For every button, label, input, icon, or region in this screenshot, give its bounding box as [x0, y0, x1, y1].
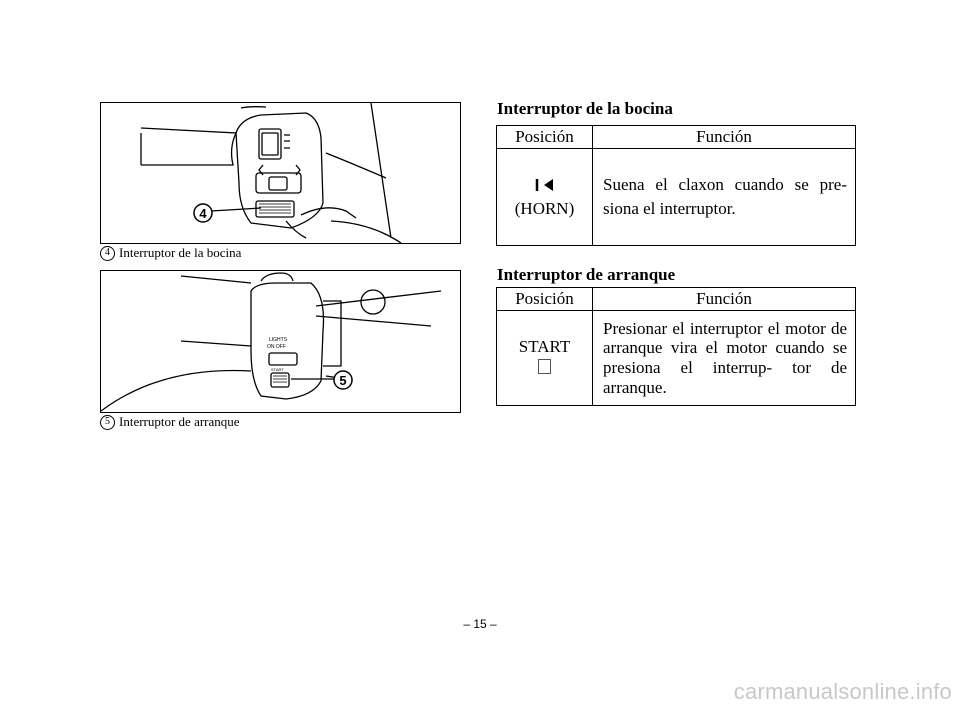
figure-caption: 5 Interruptor de arranque: [100, 414, 240, 430]
horn-function-table: Posición Función (HORN) Suena el claxon …: [496, 125, 856, 246]
handlebar-start-drawing: LIGHTS ON OFF START 5: [101, 272, 442, 412]
watermark: carmanualsonline.info: [733, 679, 952, 704]
column-header-function: Función: [592, 287, 856, 311]
position-label: START: [518, 337, 571, 356]
callout-5: 5: [339, 373, 346, 388]
caption-text: Interruptor de arranque: [119, 414, 240, 429]
position-cell: (HORN): [496, 148, 593, 246]
caption-number: 5: [100, 414, 115, 430]
column-header-position: Posición: [496, 287, 593, 311]
section-heading-start: Interruptor de arranque: [497, 265, 676, 284]
horn-icon: [498, 175, 591, 199]
horn-switch-illustration: 4: [100, 102, 461, 244]
callout-4: 4: [199, 206, 207, 221]
function-description: Suena el claxon cuando se pre- siona el …: [592, 148, 856, 246]
page-number: – 15 –: [463, 617, 497, 631]
position-cell: START: [496, 310, 593, 406]
section-heading-horn: Interruptor de la bocina: [497, 99, 673, 118]
start-symbol-icon: [538, 359, 551, 374]
caption-text: Interruptor de la bocina: [119, 245, 242, 260]
caption-number: 4: [100, 245, 115, 261]
switch-start-text: START: [271, 367, 284, 372]
position-label: (HORN): [514, 199, 575, 218]
figure-caption: 4 Interruptor de la bocina: [100, 245, 241, 261]
start-function-table: Posición Función START Presionar el inte…: [496, 287, 856, 406]
function-description: Presionar el interruptor el motor de arr…: [592, 310, 856, 406]
switch-onoff-text: ON OFF: [267, 344, 286, 350]
switch-lights-text: LIGHTS: [269, 337, 288, 343]
start-switch-illustration: LIGHTS ON OFF START 5: [100, 270, 461, 413]
column-header-position: Posición: [496, 125, 593, 149]
handlebar-horn-drawing: 4: [140, 103, 402, 243]
column-header-function: Función: [592, 125, 856, 149]
